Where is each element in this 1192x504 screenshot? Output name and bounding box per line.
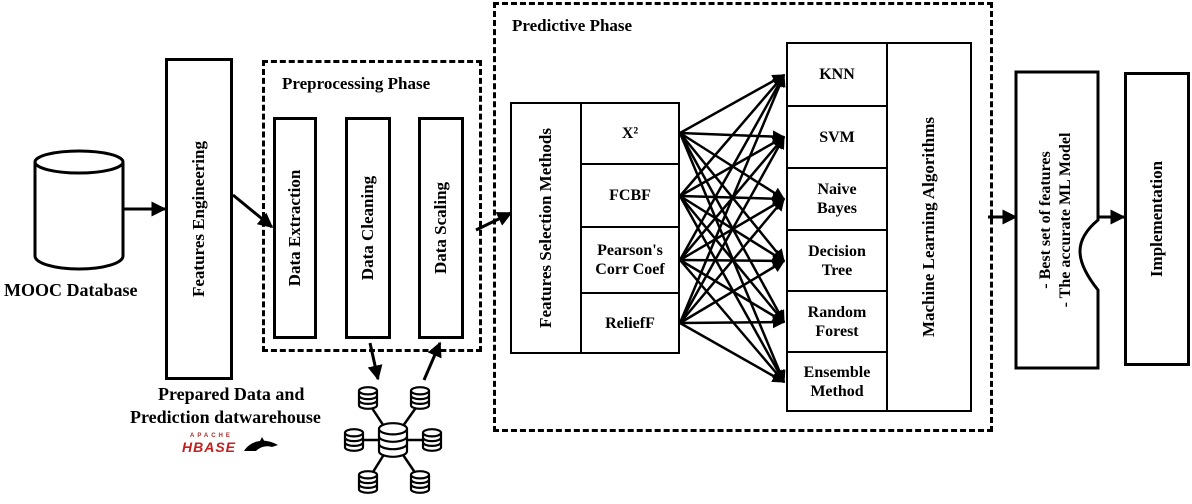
features-engineering-label: Features Engineering	[189, 141, 208, 297]
orca-icon	[244, 437, 278, 451]
hbase-logo-main: HBASE	[182, 439, 237, 455]
ml-algorithms-title-cell: Machine Learning Algorithms	[886, 42, 972, 412]
method-chi-square: X²	[580, 102, 680, 165]
node-database-icon	[409, 386, 431, 410]
selection-link	[679, 73, 786, 135]
selection-to-algorithm-links	[678, 73, 786, 384]
result-document-shape	[1014, 70, 1100, 370]
selection-link	[678, 135, 786, 324]
hbase-logo-small: APACHE	[190, 433, 233, 439]
arrow-features-to-extraction	[232, 193, 274, 229]
node-database-icon	[357, 470, 379, 494]
node-database-icon	[357, 386, 379, 410]
data-cleaning-box: Data Cleaning	[345, 117, 391, 339]
selection-link	[679, 198, 785, 324]
method-relieff: ReliefF	[580, 292, 680, 354]
data-scaling-box: Data Scaling	[418, 117, 464, 339]
preprocessing-phase-frame	[262, 60, 482, 352]
algorithm-svm: SVM	[786, 105, 888, 169]
data-extraction-box: Data Extraction	[273, 117, 317, 339]
implementation-box: Implementation	[1124, 72, 1190, 366]
database-icon	[33, 149, 125, 271]
selection-link	[679, 195, 785, 323]
database-label: MOOC Database	[4, 280, 138, 300]
data-scaling-label: Data Scaling	[431, 181, 450, 275]
selection-link	[679, 321, 786, 384]
warehouse-network-icon	[343, 386, 443, 494]
data-extraction-label: Data Extraction	[285, 169, 304, 287]
method-fcbf: FCBF	[580, 163, 680, 228]
warehouse-label-line1: Prepared Data and	[158, 384, 305, 404]
result-line2: - The accurate ML Model	[1057, 132, 1074, 308]
method-pearson: Pearson's Corr Coef	[580, 226, 680, 294]
node-database-icon	[421, 428, 443, 452]
selection-link	[678, 73, 786, 261]
feature-selection-title: Features Selection Methods	[536, 128, 555, 328]
predictive-phase-title: Predictive Phase	[512, 16, 633, 35]
hbase-logo: APACHE HBASE	[180, 433, 290, 457]
features-engineering-box: Features Engineering	[165, 58, 233, 380]
result-text: - Best set of features - The accurate ML…	[1016, 70, 1096, 370]
node-database-icon	[343, 428, 365, 452]
implementation-label: Implementation	[1147, 160, 1166, 278]
feature-selection-title-cell: Features Selection Methods	[510, 102, 582, 354]
result-line1: - Best set of features	[1037, 151, 1054, 289]
result-text-block: - Best set of features - The accurate ML…	[1036, 133, 1076, 308]
predictive-phase-frame	[493, 2, 993, 432]
selection-link	[678, 73, 786, 324]
algorithm-naive-bayes: Naive Bayes	[786, 167, 888, 231]
selection-link	[679, 74, 785, 197]
selection-link	[679, 315, 786, 329]
algorithm-knn: KNN	[786, 42, 888, 107]
data-cleaning-label: Data Cleaning	[358, 175, 377, 281]
warehouse-label-line2: Prediction datwarehouse	[130, 407, 321, 427]
selection-link	[679, 259, 786, 325]
ml-algorithms-title: Machine Learning Algorithms	[919, 116, 938, 338]
node-database-icon	[409, 470, 431, 494]
algorithm-ensemble: Ensemble Method	[786, 351, 888, 412]
preprocessing-phase-title: Preprocessing Phase	[282, 74, 431, 93]
central-database-icon	[377, 422, 409, 458]
algorithm-decision-tree: Decision Tree	[786, 229, 888, 292]
algorithm-random-forest: Random Forest	[786, 290, 888, 353]
